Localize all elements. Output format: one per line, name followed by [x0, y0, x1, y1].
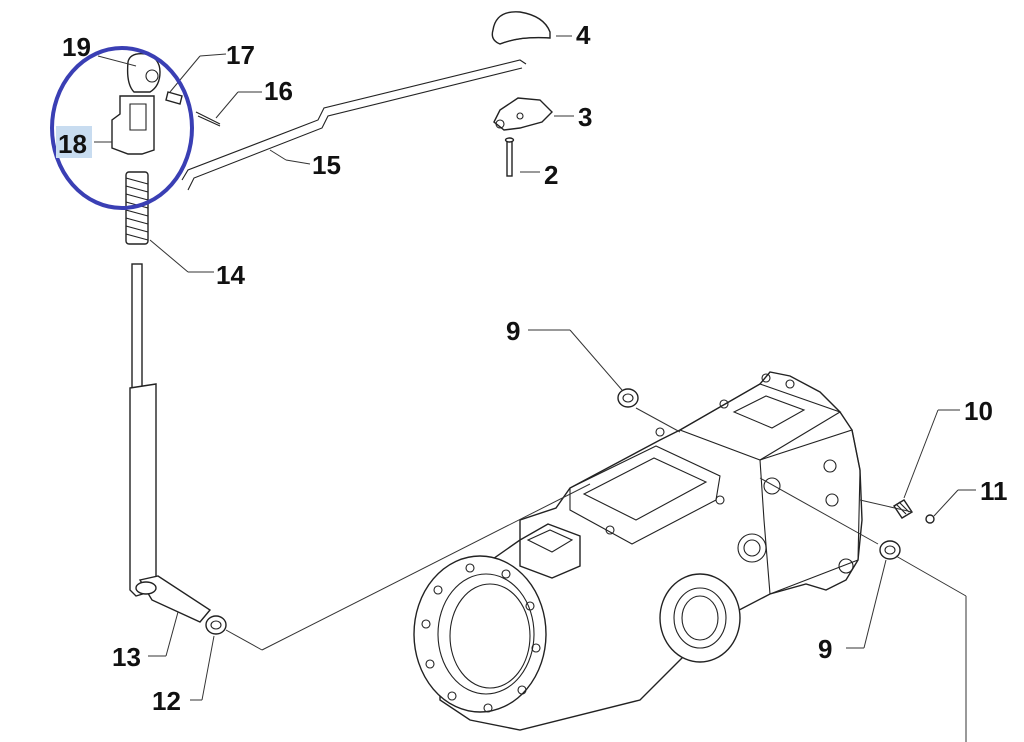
- callout-labels: 19 18 17 16 15 14 4 3 2 9 10 11 9 13 12: [58, 20, 1008, 716]
- part-12-washer[interactable]: [205, 615, 227, 635]
- leader-lines: [94, 35, 976, 742]
- part-19-lever-top[interactable]: [126, 52, 161, 93]
- callout-10[interactable]: 10: [964, 396, 993, 426]
- callout-9-upper[interactable]: 9: [506, 316, 520, 346]
- callout-11[interactable]: 11: [980, 476, 1008, 506]
- part-16-split-pin[interactable]: [195, 111, 221, 127]
- callout-12[interactable]: 12: [152, 686, 181, 716]
- part-13-shaft[interactable]: [129, 263, 212, 623]
- part-10-small-spring[interactable]: [893, 499, 913, 519]
- part-18-block[interactable]: [111, 95, 155, 155]
- callout-9-lower[interactable]: 9: [818, 634, 832, 664]
- part-3-bracket[interactable]: [493, 97, 553, 131]
- selection-circle: [50, 46, 194, 210]
- callout-14[interactable]: 14: [216, 260, 245, 290]
- callout-18[interactable]: 18: [58, 129, 87, 159]
- part-2-pin[interactable]: [504, 137, 515, 177]
- callout-16[interactable]: 16: [264, 76, 293, 106]
- part-4-knob[interactable]: [491, 11, 551, 45]
- part-9-seal-right[interactable]: [879, 540, 901, 560]
- callout-17[interactable]: 17: [226, 40, 255, 70]
- callout-3[interactable]: 3: [578, 102, 592, 132]
- part-15-rod[interactable]: [181, 59, 527, 191]
- part-11-ball[interactable]: [925, 514, 935, 524]
- callout-4[interactable]: 4: [576, 20, 591, 50]
- part-17-pin[interactable]: [165, 91, 183, 105]
- transmission-housing[interactable]: [413, 371, 863, 731]
- callout-2[interactable]: 2: [544, 160, 558, 190]
- selected-callout-highlight: [56, 126, 92, 158]
- callout-15[interactable]: 15: [312, 150, 341, 180]
- part-9-seal-upper[interactable]: [617, 388, 639, 408]
- callout-19[interactable]: 19: [62, 32, 91, 62]
- callout-13[interactable]: 13: [112, 642, 141, 672]
